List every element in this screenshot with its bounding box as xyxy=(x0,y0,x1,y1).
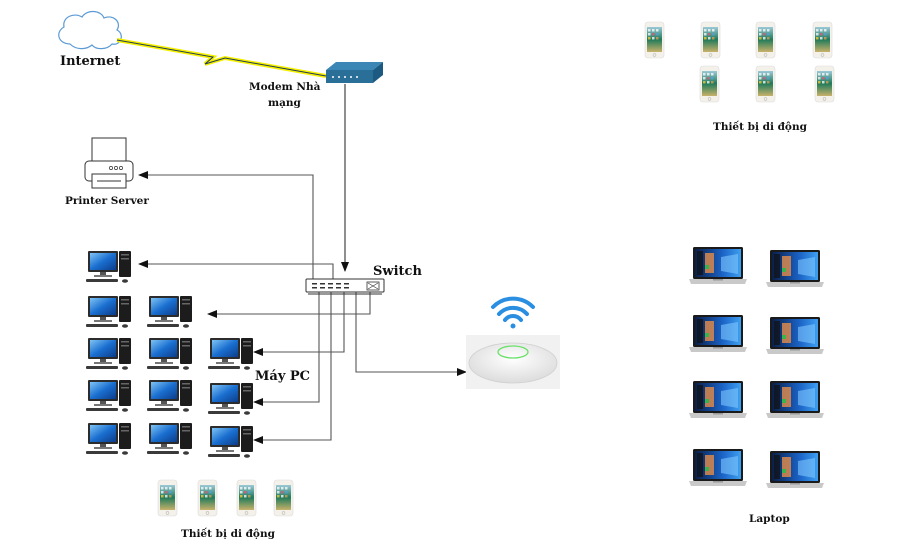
printer-label: Printer Server xyxy=(65,195,149,207)
printer-icon xyxy=(84,137,134,189)
smartphone-icon xyxy=(812,21,833,59)
laptop-group xyxy=(689,247,824,488)
desktop-pc-icon xyxy=(208,426,253,458)
laptop-icon xyxy=(766,381,824,418)
smartphone-icon xyxy=(699,65,720,103)
desktop-pc-icon xyxy=(147,423,192,455)
desktop-pc-icon xyxy=(86,423,131,455)
link-switch-access-point xyxy=(355,292,467,376)
smartphone-icon xyxy=(273,479,294,517)
desktop-pc-icon xyxy=(147,338,192,370)
laptop-icon xyxy=(766,317,824,354)
smartphone-icon xyxy=(644,21,665,59)
modem-label-line2: mạng xyxy=(268,97,301,109)
laptop-icon xyxy=(689,449,747,486)
laptop-icon xyxy=(766,250,824,287)
pc-group-label: Máy PC xyxy=(255,369,311,384)
cloud-icon xyxy=(58,10,122,50)
mobile-group-left xyxy=(157,479,294,517)
smartphone-icon xyxy=(236,479,257,517)
mobile-left-label: Thiết bị di động xyxy=(181,528,275,540)
wan-lightning-link xyxy=(116,38,327,78)
desktop-pc-icon xyxy=(86,296,131,328)
pc-group xyxy=(86,251,253,458)
smartphone-icon xyxy=(197,479,218,517)
desktop-pc-icon xyxy=(86,338,131,370)
desktop-pc-icon xyxy=(147,296,192,328)
link-switch-pc-row-4 xyxy=(253,292,320,406)
modem-icon xyxy=(326,62,383,83)
switch-icon xyxy=(305,278,385,295)
laptop-icon xyxy=(689,247,747,284)
link-switch-pc-row-1 xyxy=(138,260,334,279)
mobile-right-label: Thiết bị di động xyxy=(713,121,807,133)
internet-label: Internet xyxy=(60,54,121,69)
desktop-pc-icon xyxy=(208,338,253,370)
smartphone-icon xyxy=(755,21,776,59)
laptop-icon xyxy=(689,315,747,352)
link-switch-pc-row-3 xyxy=(253,292,345,356)
wifi-icon xyxy=(491,296,535,322)
smartphone-icon xyxy=(814,65,835,103)
wireless-access-point-icon xyxy=(466,296,560,389)
smartphone-icon xyxy=(700,21,721,59)
desktop-pc-icon xyxy=(86,380,131,412)
desktop-pc-icon xyxy=(147,380,192,412)
laptop-icon xyxy=(689,381,747,418)
mobile-group-right xyxy=(644,21,835,103)
laptop-icon xyxy=(766,451,824,488)
switch-label: Switch xyxy=(373,264,422,279)
link-switch-pc-row-5 xyxy=(253,292,332,444)
link-switch-printer xyxy=(138,171,314,279)
desktop-pc-icon xyxy=(208,383,253,415)
modem-label-line1: Modem Nhà xyxy=(249,81,321,93)
smartphone-icon xyxy=(755,65,776,103)
link-switch-pc-row-2 xyxy=(207,292,371,318)
laptop-label: Laptop xyxy=(749,513,790,525)
smartphone-icon xyxy=(157,479,178,517)
desktop-pc-icon xyxy=(86,251,131,283)
